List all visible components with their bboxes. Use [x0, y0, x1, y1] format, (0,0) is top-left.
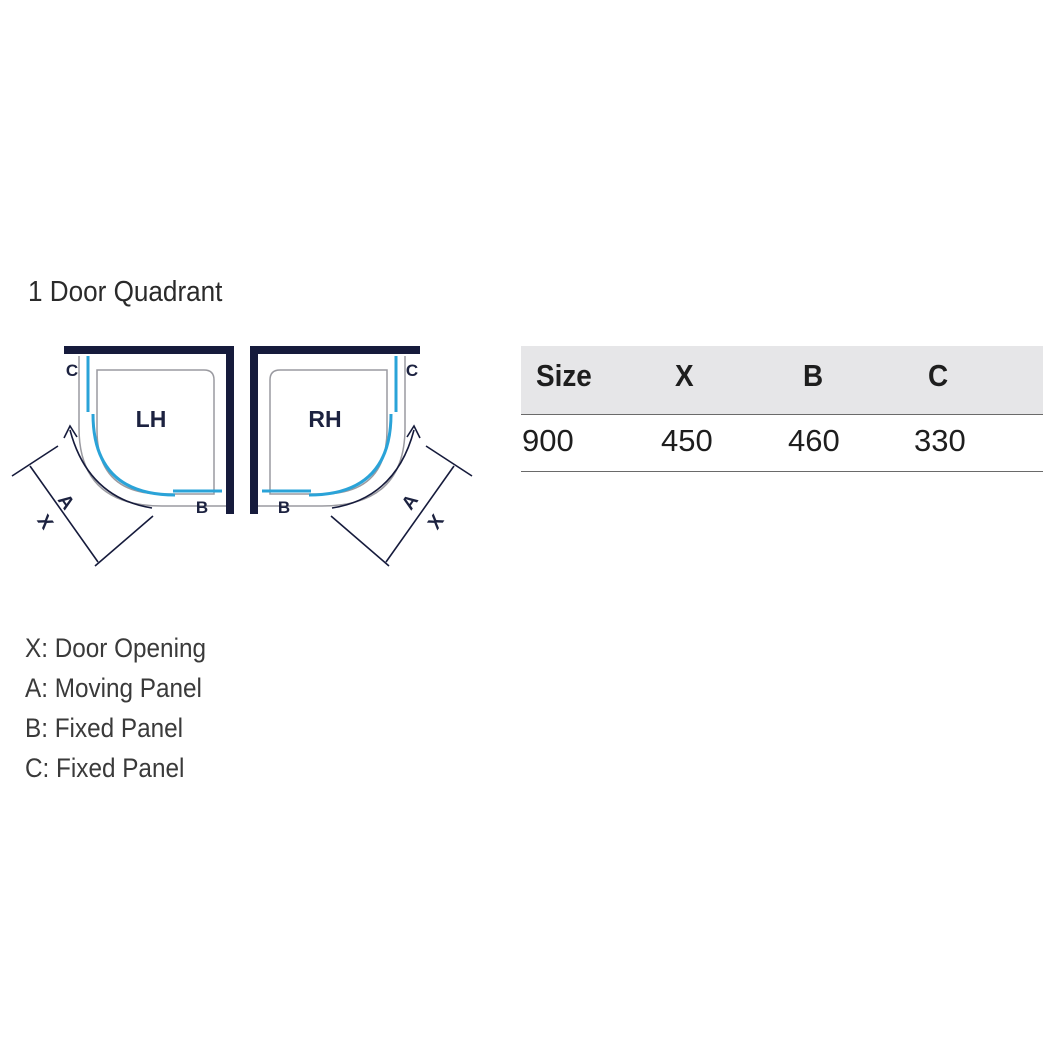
table-header: Size X B C: [521, 346, 1043, 415]
cell-c: 330: [914, 423, 966, 458]
rh-outer-frame: [258, 356, 406, 507]
quadrant-diagram: LH RH C C B B A X A X: [0, 330, 500, 590]
lh-panel-a: [91, 413, 176, 497]
table-row: 900 450 460 330: [521, 415, 1043, 472]
rh-side-wall: [250, 346, 258, 514]
rh-dimension-lines: [330, 445, 473, 567]
rh-a-label: A: [398, 490, 423, 514]
header-x: X: [675, 358, 694, 393]
rh-enclosure: [250, 346, 473, 567]
rh-c-label: C: [406, 361, 418, 380]
cell-b: 460: [788, 423, 840, 458]
rh-arrowhead: [406, 424, 421, 439]
rh-label: RH: [308, 406, 341, 432]
page-title: 1 Door Quadrant: [28, 276, 223, 308]
legend: X: Door Opening A: Moving Panel B: Fixed…: [25, 630, 226, 790]
lh-label: LH: [136, 406, 167, 432]
rh-arc-arrow: [331, 429, 415, 509]
lh-top-wall: [64, 346, 234, 354]
rh-x-label: X: [424, 511, 449, 534]
lh-arc-arrow: [69, 429, 153, 509]
header-c: C: [928, 358, 949, 393]
cell-x: 450: [661, 423, 713, 458]
rh-top-wall: [250, 346, 420, 354]
legend-item-b: B: Fixed Panel: [25, 713, 184, 743]
lh-dimension-lines: [11, 445, 154, 567]
quadrant-diagram-svg: LH RH C C B B A X A X: [11, 346, 473, 567]
lh-b-label: B: [196, 498, 208, 517]
lh-enclosure: [11, 346, 234, 567]
lh-side-wall: [226, 346, 234, 514]
lh-c-label: C: [66, 361, 78, 380]
lh-a-label: A: [53, 491, 78, 515]
lh-x-label: X: [32, 511, 57, 534]
rh-panel-a: [308, 413, 393, 497]
lh-arrowhead: [63, 424, 78, 439]
header-b: B: [803, 358, 824, 393]
legend-item-c: C: Fixed Panel: [25, 753, 185, 783]
legend-item-a: A: Moving Panel: [25, 673, 202, 703]
header-size: Size: [536, 358, 592, 393]
size-table: Size X B C 900 450 460 330: [521, 346, 1043, 472]
cell-size: 900: [522, 423, 574, 458]
lh-outer-frame: [78, 356, 226, 507]
legend-item-x: X: Door Opening: [25, 633, 207, 663]
rh-b-label: B: [278, 498, 290, 517]
